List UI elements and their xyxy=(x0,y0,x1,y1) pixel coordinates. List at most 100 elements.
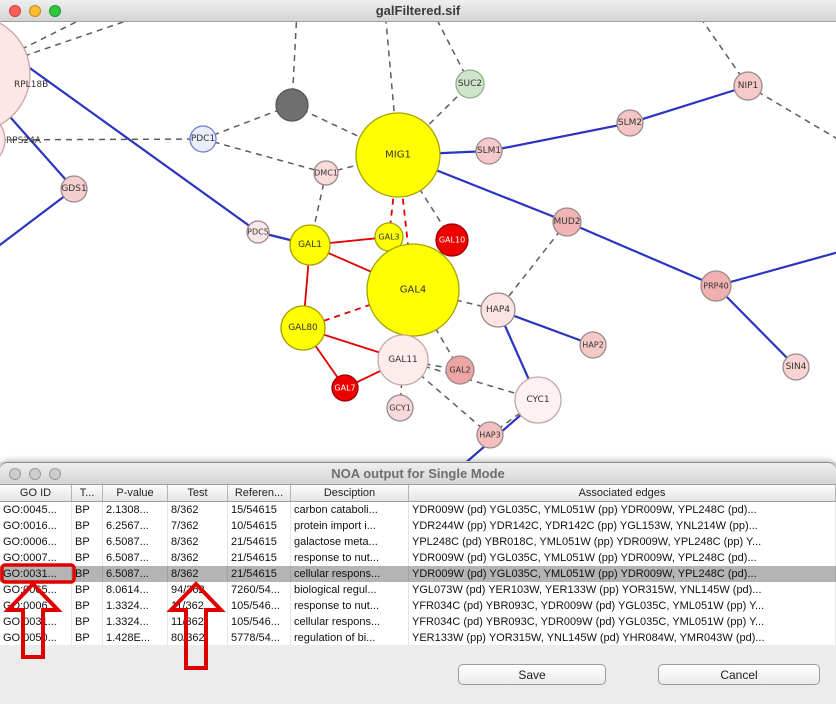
network-edge-mud2-prp40 xyxy=(566,220,717,288)
zoom-button[interactable] xyxy=(49,5,61,17)
network-node-HAP3[interactable] xyxy=(476,421,504,449)
network-node-GAL11[interactable] xyxy=(377,334,429,386)
node-label-GAL80: GAL80 xyxy=(288,323,318,333)
table-cell: galactose meta... xyxy=(291,534,409,550)
network-node-RPL18B[interactable] xyxy=(0,22,31,132)
table-cell: 8/362 xyxy=(168,534,228,550)
node-label-GAL4: GAL4 xyxy=(400,285,427,296)
network-node-GAL2[interactable] xyxy=(445,355,475,385)
column-header-5[interactable]: Desciption xyxy=(291,485,409,501)
node-label-GAL2: GAL2 xyxy=(449,366,470,375)
network-node-GCY1[interactable] xyxy=(386,394,414,422)
table-cell: YFR034C (pd) YBR093C, YDR009W (pd) YGL03… xyxy=(409,614,836,630)
network-node-HAP2[interactable] xyxy=(579,331,607,359)
table-cell: 105/546... xyxy=(228,614,291,630)
table-cell: 8/362 xyxy=(168,502,228,518)
traffic-lights xyxy=(9,5,61,17)
network-node-SIN4[interactable] xyxy=(782,353,810,381)
save-button[interactable]: Save xyxy=(458,664,606,685)
node-label-NIP1: NIP1 xyxy=(738,81,759,91)
column-header-4[interactable]: Referen... xyxy=(228,485,291,501)
minimize-button[interactable] xyxy=(29,468,41,480)
network-graph[interactable]: RPL18BRPS24AGDS1PDC1DMC1MIG1SUC2SLM1SLM2… xyxy=(0,22,836,461)
network-node-SUC2[interactable] xyxy=(455,69,485,99)
network-node-GAL1[interactable] xyxy=(289,224,331,266)
table-cell: 80/362 xyxy=(168,630,228,646)
table-cell: carbon cataboli... xyxy=(291,502,409,518)
node-label-HAP3: HAP3 xyxy=(479,431,500,440)
network-node-NIP1[interactable] xyxy=(733,71,763,101)
node-label-HAP2: HAP2 xyxy=(582,341,603,350)
traffic-lights-inactive xyxy=(9,468,61,480)
node-label-GCY1: GCY1 xyxy=(389,404,411,413)
table-cell: BP xyxy=(72,566,103,582)
network-node-GAL7[interactable] xyxy=(331,374,359,402)
table-cell: 1.3324... xyxy=(103,614,168,630)
table-cell: GO:0016... xyxy=(0,518,72,534)
network-node-MIG1[interactable] xyxy=(355,112,441,198)
node-label-RPL18B: RPL18B xyxy=(14,80,48,90)
cancel-button[interactable]: Cancel xyxy=(658,664,820,685)
network-edge-nip1-a6 xyxy=(702,22,749,87)
table-cell: GO:0050... xyxy=(0,630,72,646)
node-label-SIN4: SIN4 xyxy=(786,362,807,372)
network-node-GAL10[interactable] xyxy=(435,223,469,257)
column-header-3[interactable]: Test xyxy=(168,485,228,501)
node-label-GDS1: GDS1 xyxy=(61,184,86,194)
network-node-gray1[interactable] xyxy=(275,88,309,122)
network-edge-gds1-a12 xyxy=(0,188,75,247)
table-cell: 8/362 xyxy=(168,566,228,582)
node-label-RPS24A: RPS24A xyxy=(6,136,42,146)
table-cell: cellular respons... xyxy=(291,566,409,582)
network-node-SLM2[interactable] xyxy=(616,109,644,137)
network-node-PDC5[interactable] xyxy=(246,220,270,244)
close-button[interactable] xyxy=(9,5,21,17)
close-button[interactable] xyxy=(9,468,21,480)
table-cell: 2.1308... xyxy=(103,502,168,518)
column-header-1[interactable]: T... xyxy=(72,485,103,501)
network-edge-prp40-sin4 xyxy=(715,285,797,368)
noa-window-title: NOA output for Single Mode xyxy=(331,466,505,481)
node-label-SLM1: SLM1 xyxy=(477,146,501,156)
table-cell: response to nut... xyxy=(291,598,409,614)
network-edge-prp40-a8 xyxy=(715,251,836,288)
column-header-2[interactable]: P-value xyxy=(103,485,168,501)
table-cell: GO:0065... xyxy=(0,582,72,598)
network-node-RPS24A[interactable] xyxy=(0,113,6,167)
table-cell: 21/54615 xyxy=(228,566,291,582)
table-cell: BP xyxy=(72,598,103,614)
network-node-HAP4[interactable] xyxy=(480,292,516,328)
network-node-GDS1[interactable] xyxy=(60,175,88,203)
network-edge-mud2-hap4 xyxy=(497,221,568,311)
network-node-GAL80[interactable] xyxy=(280,305,326,351)
column-header-6[interactable]: Associated edges xyxy=(409,485,836,501)
network-edge-gal80-gal4 xyxy=(302,289,414,329)
minimize-button[interactable] xyxy=(29,5,41,17)
network-node-PDC1[interactable] xyxy=(189,125,217,153)
zoom-button[interactable] xyxy=(49,468,61,480)
table-cell: 11/362 xyxy=(168,614,228,630)
network-node-SLM1[interactable] xyxy=(475,137,503,165)
table-cell: 94/362 xyxy=(168,582,228,598)
network-node-CYC1[interactable] xyxy=(514,376,562,424)
network-node-PRP40[interactable] xyxy=(700,270,732,302)
node-label-GAL3: GAL3 xyxy=(378,233,399,242)
network-edge-slm1-slm2 xyxy=(488,121,631,153)
column-header-0[interactable]: GO ID xyxy=(0,485,72,501)
network-node-GAL4[interactable] xyxy=(366,243,460,337)
node-label-HAP4: HAP4 xyxy=(486,305,510,315)
network-node-DMC1[interactable] xyxy=(313,160,339,186)
table-cell: GO:0031... xyxy=(0,566,72,582)
network-node-MUD2[interactable] xyxy=(552,207,582,237)
